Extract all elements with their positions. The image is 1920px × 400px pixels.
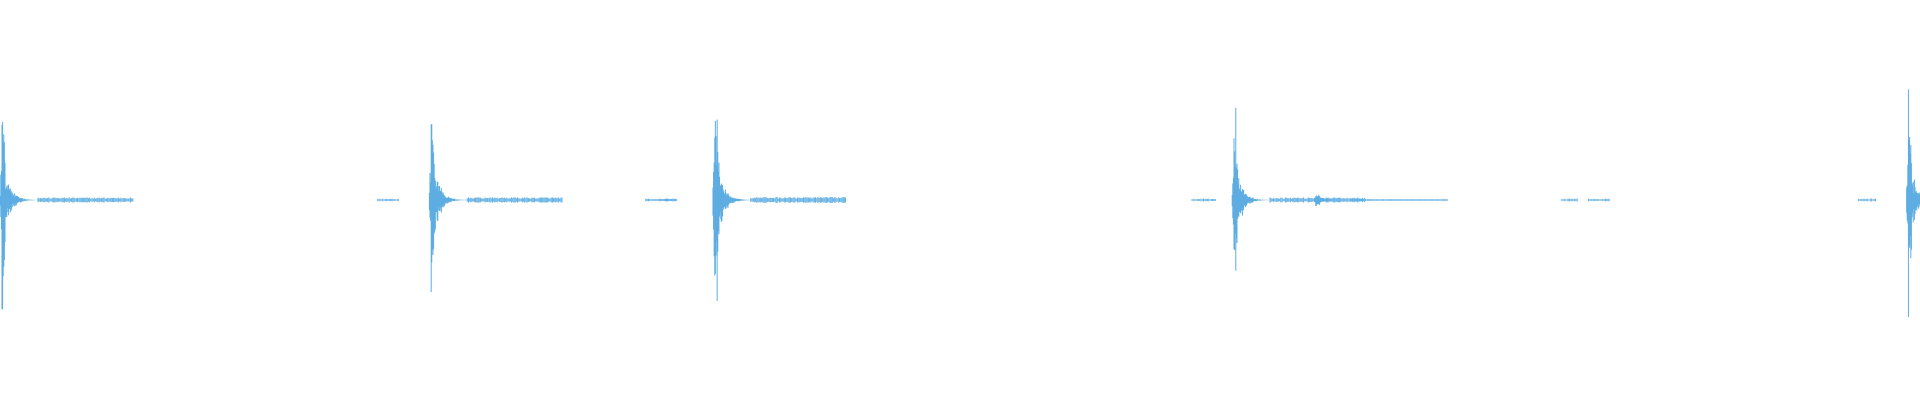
waveform-transient — [1906, 89, 1920, 318]
waveform-noise — [1191, 198, 1216, 202]
waveform-noise — [377, 198, 399, 202]
waveform-transient — [1231, 107, 1366, 271]
waveform-burst — [1231, 107, 1366, 271]
waveform-transient — [712, 119, 847, 301]
waveform-burst — [1314, 194, 1448, 207]
waveform-burst — [428, 123, 563, 293]
waveform-noise — [660, 198, 678, 202]
waveform-transient — [0, 121, 134, 310]
waveform-burst — [1906, 89, 1920, 318]
waveform-noise — [1561, 198, 1578, 202]
waveform-burst — [712, 119, 847, 301]
waveform-burst — [0, 121, 134, 310]
waveform-noise — [1858, 198, 1876, 202]
waveform-transient — [1314, 194, 1448, 207]
waveform-transient — [428, 123, 563, 293]
waveform-noise — [1587, 198, 1610, 202]
